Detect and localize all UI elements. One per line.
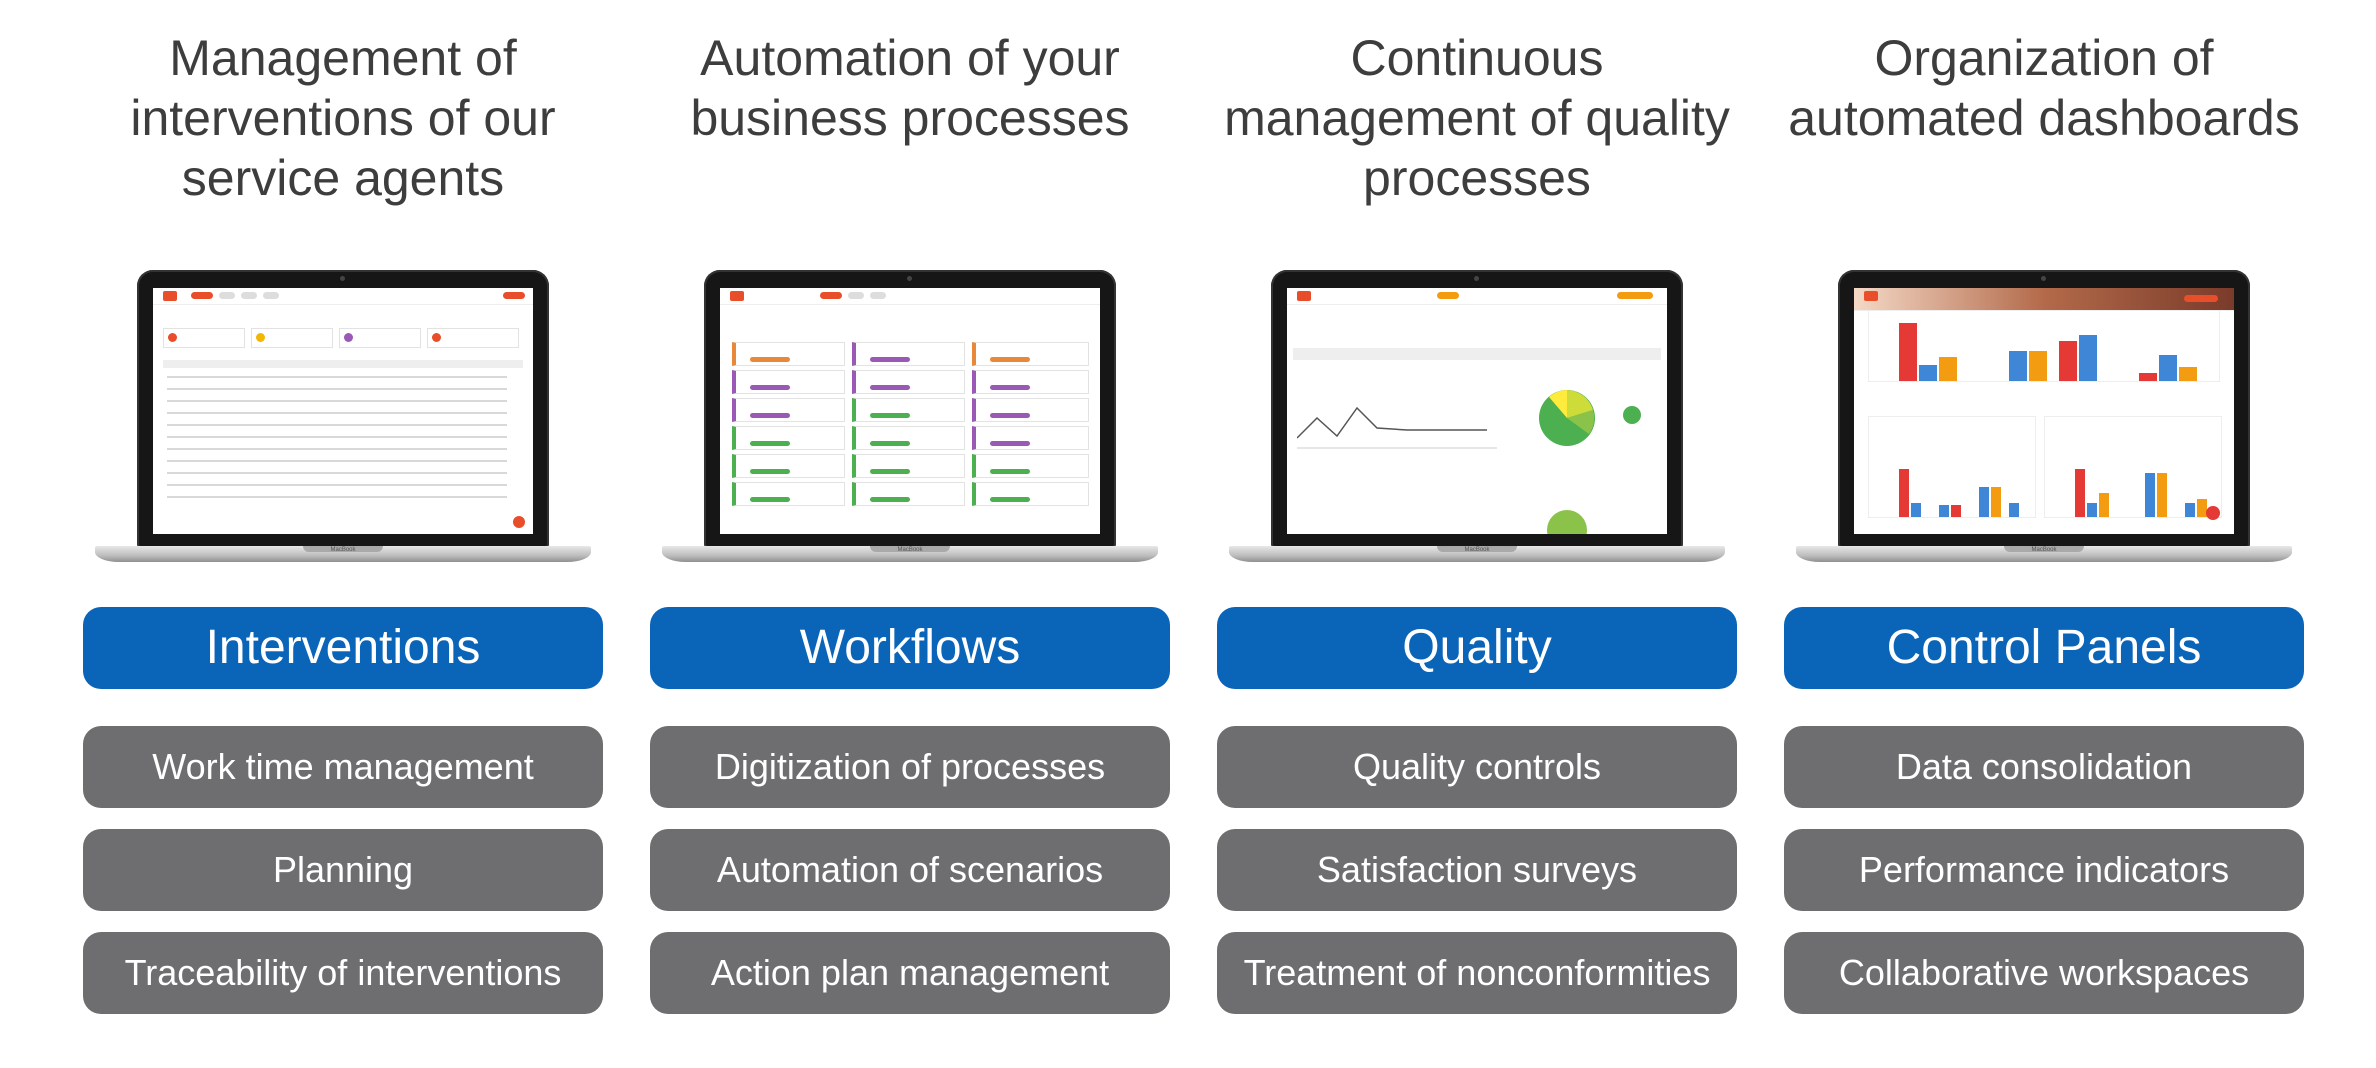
control-panels-button[interactable]: Control Panels [1784,607,2304,689]
workflows-screenshot [720,288,1100,534]
feature-item[interactable]: Traceability of interventions [83,932,603,1014]
column-control-panels: Organization of automated dashboards [1784,0,2304,1068]
feature-item[interactable]: Data consolidation [1784,726,2304,808]
feature-item[interactable]: Action plan management [650,932,1170,1014]
control-panels-screenshot [1854,288,2234,534]
feature-item[interactable]: Quality controls [1217,726,1737,808]
feature-item[interactable]: Work time management [83,726,603,808]
feature-item[interactable]: Automation of scenarios [650,829,1170,911]
laptop-icon: MacBook [1229,268,1725,566]
feature-item[interactable]: Satisfaction surveys [1217,829,1737,911]
feature-item[interactable]: Planning [83,829,603,911]
interventions-button[interactable]: Interventions [83,607,603,689]
feature-item[interactable]: Digitization of processes [650,726,1170,808]
column-workflows: Automation of your business processes [650,0,1170,1068]
workflows-button[interactable]: Workflows [650,607,1170,689]
feature-item[interactable]: Collaborative workspaces [1784,932,2304,1014]
laptop-icon: MacBook [662,268,1158,566]
column-title: Organization of automated dashboards [1788,30,2300,146]
feature-item[interactable]: Treatment of nonconformities [1217,932,1737,1014]
column-title: Automation of your business processes [690,30,1130,146]
quality-button[interactable]: Quality [1217,607,1737,689]
column-interventions: Management of interventions of our servi… [83,0,603,1068]
interventions-screenshot [153,288,533,534]
laptop-icon: MacBook [95,268,591,566]
quality-screenshot [1287,288,1667,534]
column-quality: Continuous management of quality process… [1217,0,1737,1068]
column-title: Management of interventions of our servi… [130,30,556,206]
feature-item[interactable]: Performance indicators [1784,829,2304,911]
column-title: Continuous management of quality process… [1224,30,1730,206]
laptop-icon: MacBook [1796,268,2292,566]
